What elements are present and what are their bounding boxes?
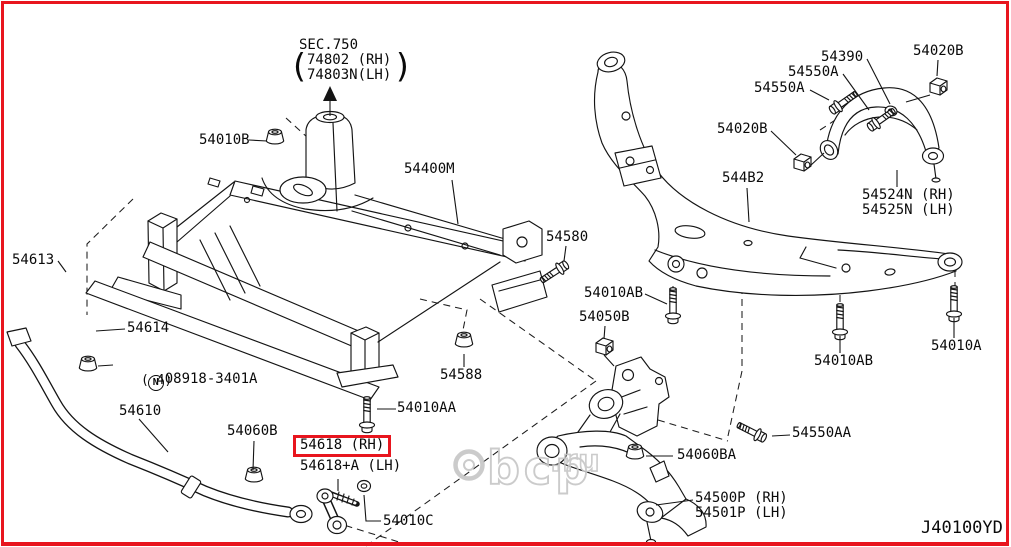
part-label-54390[interactable]: 54390	[821, 49, 864, 65]
section-note-title: SEC.750	[299, 37, 359, 53]
part-label-54588[interactable]: 54588	[440, 367, 483, 383]
leader-lines	[57, 58, 955, 522]
watermark: bcp .ru	[453, 440, 601, 496]
part-label-54550a-upper[interactable]: 54550A	[788, 64, 839, 80]
part-label-54060b[interactable]: 54060B	[227, 423, 278, 439]
crossmember-54400M-drawing	[85, 110, 548, 401]
nut-54588-drawing	[454, 331, 474, 348]
member-544B2-drawing	[593, 51, 963, 297]
sec750-arrow-icon	[323, 86, 337, 116]
fasteners	[78, 77, 963, 483]
nut-54050b-drawing	[595, 337, 614, 356]
part-label-08918-text: 08918-3401A	[164, 371, 258, 387]
part-label-54060ba[interactable]: 54060BA	[677, 447, 737, 463]
bolt-54010a-drawing	[945, 285, 963, 323]
part-label-54618a-lh[interactable]: 54618+A (LH)	[300, 458, 402, 474]
nut-54060ba-drawing	[625, 443, 645, 460]
part-label-08918-qty: ( 4)	[141, 373, 173, 388]
part-label-54050b[interactable]: 54050B	[579, 309, 630, 325]
bolt-54010aa-drawing	[358, 396, 376, 434]
stabilizer-link-54618-drawing	[316, 479, 372, 535]
section-note-paren-close: )	[393, 46, 413, 85]
watermark-tld: .ru	[550, 444, 601, 479]
part-label-54010aa[interactable]: 54010AA	[397, 400, 457, 416]
part-label-544b2[interactable]: 544B2	[722, 170, 765, 186]
part-label-54010ab-right[interactable]: 54010AB	[814, 353, 874, 369]
lower-arm-54500P-drawing	[536, 356, 707, 546]
part-label-54550a-lower[interactable]: 54550A	[754, 80, 805, 96]
nut-08918-drawing	[78, 355, 98, 372]
nut-54020b-top-drawing	[929, 77, 948, 96]
part-label-54524n-rh[interactable]: 54524N (RH)	[862, 187, 955, 203]
stabilizer-bar-54610-drawing	[6, 327, 313, 524]
bolt-54550aa-drawing	[734, 418, 770, 446]
part-label-54618-rh-highlighted[interactable]: 54618 (RH)	[293, 435, 392, 457]
part-label-54550aa[interactable]: 54550AA	[792, 425, 852, 441]
part-label-54010b[interactable]: 54010B	[199, 132, 250, 148]
part-label-54020b-left[interactable]: 54020B	[717, 121, 768, 137]
part-label-54500p-rh[interactable]: 54500P (RH)	[695, 490, 788, 506]
part-label-54610[interactable]: 54610	[119, 403, 162, 419]
part-label-54400m[interactable]: 54400M	[404, 161, 455, 177]
part-label-54010ab-left[interactable]: 54010AB	[584, 285, 644, 301]
part-label-54525n-lh[interactable]: 54525N (LH)	[862, 202, 955, 218]
section-note-rh: 74802 (RH)	[307, 52, 392, 68]
watermark-text: bcp	[487, 441, 592, 495]
drawing-code: J40100YD	[921, 518, 1003, 538]
part-label-54010a[interactable]: 54010A	[931, 338, 982, 354]
upper-arm-54524N-drawing	[809, 87, 945, 183]
part-label-54613[interactable]: 54613	[12, 252, 55, 268]
part-label-54010c[interactable]: 54010C	[383, 513, 434, 529]
part-label-54580[interactable]: 54580	[546, 229, 589, 245]
part-label-54020b-top[interactable]: 54020B	[913, 43, 964, 59]
n-marker-icon: N	[147, 375, 164, 391]
nut-54060b-drawing	[244, 466, 264, 483]
part-label-54614[interactable]: 54614	[127, 320, 170, 336]
nut-54010b-drawing	[265, 128, 285, 145]
section-note-lh: 74803N(LH)	[307, 67, 392, 83]
bolt-54010ab-right-drawing	[831, 303, 849, 341]
nut-54020b-left-drawing	[793, 153, 812, 172]
bolt-54550a-2-drawing	[864, 104, 899, 135]
bolt-54580-drawing	[537, 257, 572, 287]
part-label-54501p-lh[interactable]: 54501P (LH)	[695, 505, 788, 521]
section-note-paren-open: (	[289, 46, 309, 85]
bolt-54010ab-left-drawing	[664, 287, 682, 325]
